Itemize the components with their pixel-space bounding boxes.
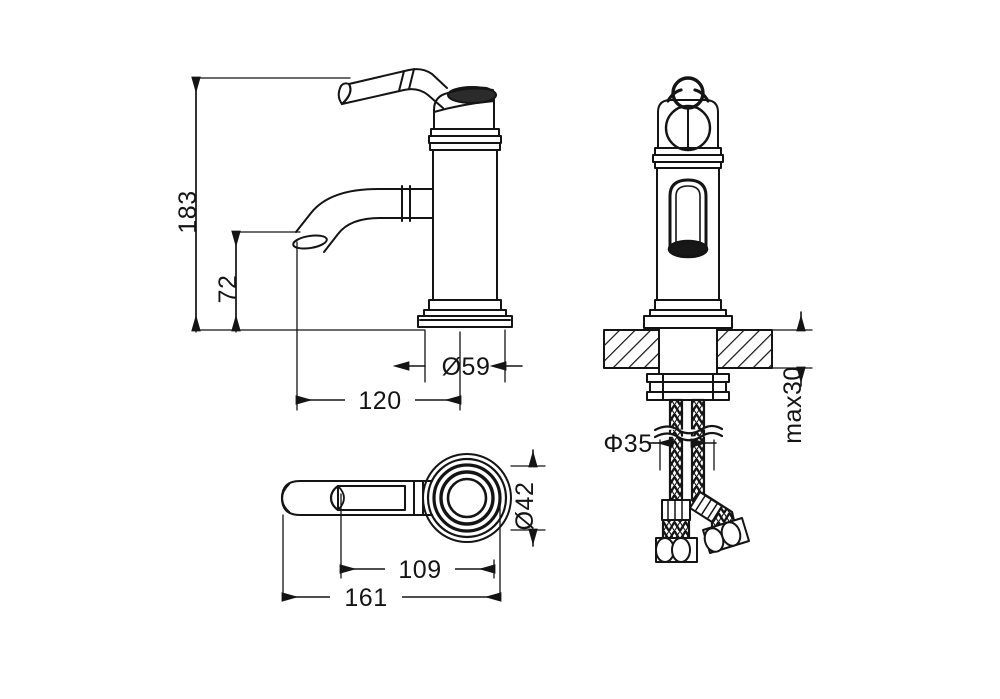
front-supply-hoses xyxy=(653,398,750,563)
top-plan-view xyxy=(280,453,512,543)
dimension-height-183: 183 xyxy=(174,76,202,332)
dimension-max-thickness-30: max30 xyxy=(779,311,807,444)
side-upper-collar xyxy=(428,128,502,151)
dimension-base-diameter-59: Ø59 xyxy=(392,353,523,381)
front-body-column xyxy=(656,167,720,301)
side-elevation-view xyxy=(292,68,513,328)
dimension-handle-center-109: 109 xyxy=(339,555,496,584)
dimension-spout-reach-120: 120 xyxy=(295,386,462,415)
side-body-column xyxy=(432,149,498,301)
front-view-dimensions: Φ35 max30 xyxy=(603,311,813,471)
dimension-label-spout-reach: 120 xyxy=(358,387,401,415)
front-elevation-section-view xyxy=(603,76,773,563)
plan-base-rosette xyxy=(422,453,512,543)
dimension-label-spout-height: 72 xyxy=(214,275,242,304)
dimension-overall-length-161: 161 xyxy=(281,583,502,612)
dimension-label-max-thickness: max30 xyxy=(779,366,807,444)
plan-view-dimensions: Ø42 109 161 xyxy=(281,449,546,612)
countertop-section xyxy=(603,329,773,369)
dimension-label-handle-center: 109 xyxy=(398,556,441,584)
dimension-label-hose-diameter: Φ35 xyxy=(603,430,652,458)
side-lever-handle xyxy=(337,68,448,109)
dimension-rosette-diameter-42: Ø42 xyxy=(511,449,539,547)
side-base-rings xyxy=(417,299,513,328)
dimension-hose-diameter-35: Φ35 xyxy=(603,430,717,458)
hose-hex-nuts xyxy=(655,517,750,563)
front-fixing-nut xyxy=(646,373,730,401)
side-view-dimensions: 183 72 Ø59 120 xyxy=(174,76,523,415)
dimension-label-rosette-diameter: Ø42 xyxy=(511,482,539,531)
front-shank xyxy=(658,327,718,375)
side-cartridge-housing xyxy=(433,86,497,130)
dimension-label-overall-length: 161 xyxy=(344,584,387,612)
dimension-label-height: 183 xyxy=(174,190,202,233)
dimension-spout-height-72: 72 xyxy=(214,230,242,332)
front-cartridge-housing xyxy=(657,99,719,152)
front-base-rings xyxy=(643,299,733,329)
front-handle-end-circle xyxy=(666,76,710,110)
plan-handle-arm xyxy=(280,480,433,516)
front-spout-front-face xyxy=(667,178,709,259)
front-upper-collar xyxy=(652,147,724,169)
dimension-label-base-diameter: Ø59 xyxy=(442,353,491,381)
side-spout xyxy=(292,185,434,253)
